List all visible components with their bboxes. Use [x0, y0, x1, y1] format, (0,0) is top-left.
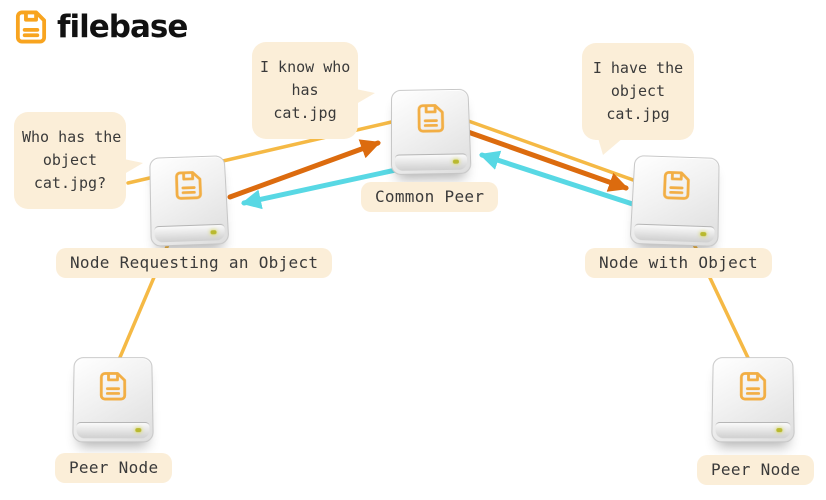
drive-front-band: [633, 223, 715, 243]
brand-name: filebase: [57, 9, 188, 45]
drive-led-light: [452, 159, 460, 164]
bubble-line: object: [610, 82, 666, 100]
request-arrow-left-to-common: [227, 139, 381, 200]
common-peer-drive: [390, 88, 472, 176]
peer-node-right-drive: [711, 357, 795, 443]
response-arrow-right-to-common: [479, 150, 648, 211]
request-arrow-common-to-right: [465, 129, 629, 192]
bubble-line: object: [42, 151, 98, 169]
drive-front-band: [394, 153, 468, 171]
node-requesting-label: Node Requesting an Object: [56, 248, 333, 278]
filebase-floppy-icon: [15, 10, 47, 44]
bubble-line: has: [291, 81, 319, 99]
bubble-line: cat.jpg: [606, 105, 670, 123]
drive-led-light: [210, 230, 217, 235]
bubble-line: cat.jpg: [273, 104, 337, 122]
floppy-disk-icon: [413, 102, 447, 136]
node-with-object-label: Node with Object: [585, 248, 772, 278]
requesting-node-drive: [149, 155, 230, 247]
peer-node-left-label: Peer Node: [55, 453, 173, 483]
drive-led-light: [776, 428, 783, 433]
speech-bubble-who-has-the-object: Who has the object cat.jpg?: [14, 112, 143, 209]
bubble-line: I have the: [592, 59, 684, 77]
drive-front-band: [715, 422, 791, 439]
floppy-disk-icon: [171, 168, 206, 202]
drive-led-light: [700, 231, 707, 237]
bubble-line: Who has the: [22, 128, 122, 146]
drive-front-band: [154, 223, 226, 243]
floppy-disk-icon: [736, 370, 770, 403]
speech-bubble-i-know-who: I know who has cat.jpg: [252, 42, 375, 139]
node-with-object-drive: [629, 155, 720, 247]
peer-node-right-label: Peer Node: [697, 455, 815, 485]
speech-bubble-i-have-the-object: I have the object cat.jpg: [582, 43, 694, 155]
peer-node-left-drive: [72, 357, 154, 443]
drive-led-light: [135, 428, 142, 433]
floppy-disk-icon: [96, 370, 130, 403]
drive-front-band: [76, 422, 150, 439]
bubble-line: cat.jpg?: [33, 174, 107, 192]
filebase-logo: filebase: [12, 8, 188, 46]
common-peer-label: Common Peer: [361, 182, 499, 212]
bubble-line: I know who: [260, 58, 351, 76]
floppy-disk-icon: [658, 168, 693, 202]
response-arrow-common-to-left: [241, 165, 408, 210]
